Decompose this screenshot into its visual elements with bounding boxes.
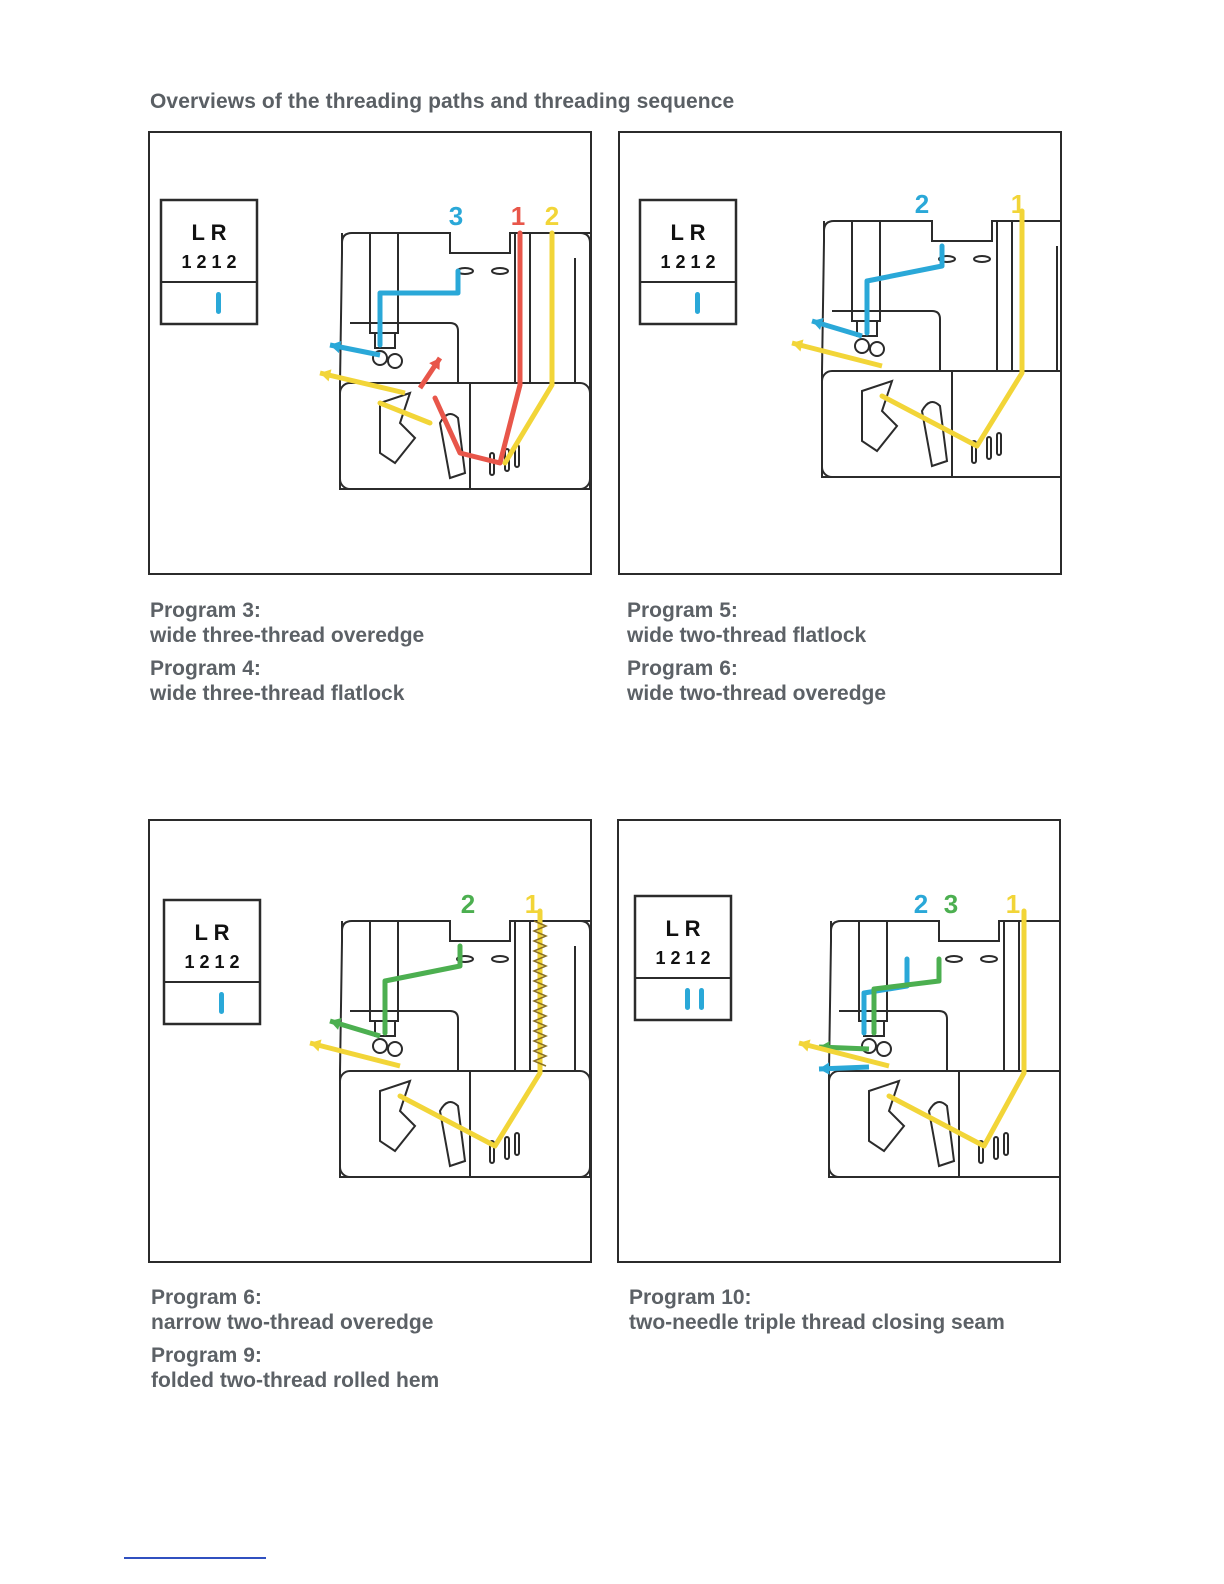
thread-number-label: 2 (914, 889, 928, 919)
legend-positions: 1 2 1 2 (184, 952, 239, 972)
diagram-canvas: L R 1 2 1 2 2 1 (162, 889, 590, 1178)
footer-rule (124, 1557, 266, 1559)
legend-frame (162, 898, 262, 1026)
caption-block-1: Program 3: wide three-thread overedge Pr… (150, 598, 590, 714)
thread-3-arrow (329, 340, 381, 358)
thread-1-arrow (417, 356, 443, 390)
caption-program-4: Program 4: wide three-thread flatlock (150, 656, 590, 706)
program-description: two-needle triple thread closing seam (629, 1311, 1005, 1334)
thread-1-arrow (309, 1039, 401, 1069)
rolled-hem-thread-marker (532, 920, 548, 1067)
serger-machine-outline (339, 232, 590, 490)
program-label: Program 10: (629, 1286, 752, 1309)
thread-number-label: 1 (511, 201, 525, 231)
thread-number-label: 2 (545, 201, 559, 231)
needle-position-legend (638, 198, 738, 326)
thread-3-path (871, 956, 942, 1036)
thread-number-label: 2 (461, 889, 475, 919)
thread-2-arrow (818, 1062, 870, 1075)
program-label: Program 5: (627, 599, 738, 622)
thread-2-path (864, 243, 945, 336)
thread-number-label: 1 (1011, 189, 1025, 219)
program-label: Program 3: (150, 599, 261, 622)
needle-position-legend (633, 894, 733, 1022)
thread-number-label: 1 (1006, 889, 1020, 919)
caption-program-9: Program 9: folded two-thread rolled hem (151, 1343, 591, 1393)
legend-header: L R (194, 920, 229, 945)
caption-program-10: Program 10: two-needle triple thread clo… (629, 1285, 1069, 1335)
program-label: Program 6: (151, 1286, 262, 1309)
thread-3-path (377, 268, 461, 348)
program-description: wide three-thread flatlock (150, 682, 405, 705)
thread-2-path (502, 230, 555, 466)
threading-diagram-program-5-6: L R 1 2 1 2 2 1 (618, 131, 1062, 575)
thread-2-path (382, 943, 463, 1036)
thread-number-label: 2 (915, 189, 929, 219)
legend-header: L R (665, 916, 700, 941)
serger-machine-outline (828, 920, 1059, 1178)
thread-2-arrow (329, 1018, 381, 1039)
legend-header: L R (670, 220, 705, 245)
program-description: wide three-thread overedge (150, 624, 425, 647)
legend-positions: 1 2 1 2 (655, 948, 710, 968)
legend-header: L R (191, 220, 226, 245)
thread-1-arrow (798, 1039, 890, 1069)
thread-1-path (397, 908, 543, 1149)
needle-icon (699, 988, 704, 1010)
program-label: Program 4: (150, 657, 261, 680)
diagram-canvas: L R 1 2 1 2 2 1 (638, 189, 1060, 478)
thread-1-arrow (791, 339, 883, 369)
program-description: wide two-thread overedge (627, 682, 887, 705)
caption-program-6-narrow: Program 6: narrow two-thread overedge (151, 1285, 591, 1335)
caption-block-4: Program 10: two-needle triple thread clo… (629, 1285, 1069, 1343)
program-label: Program 6: (627, 657, 738, 680)
thread-2-arrow (811, 318, 863, 339)
program-label: Program 9: (151, 1344, 262, 1367)
needle-icon (216, 292, 221, 314)
needle-icon (685, 988, 690, 1010)
program-description: narrow two-thread overedge (151, 1311, 434, 1334)
legend-frame (159, 198, 259, 326)
threading-diagram-program-6-9: L R 1 2 1 2 2 1 (148, 819, 592, 1263)
legend-positions: 1 2 1 2 (660, 252, 715, 272)
thread-number-label: 1 (525, 889, 539, 919)
thread-number-label: 3 (449, 201, 463, 231)
thread-1-path (432, 230, 523, 466)
thread-2-arrow (319, 369, 406, 396)
legend-frame (633, 894, 733, 1022)
caption-block-3: Program 6: narrow two-thread overedge Pr… (151, 1285, 591, 1401)
caption-program-5: Program 5: wide two-thread flatlock (627, 598, 1067, 648)
thread-1-path (879, 208, 1025, 449)
thread-number-label: 3 (944, 889, 958, 919)
serger-machine-outline (821, 220, 1060, 478)
lower-looper-thread (377, 400, 433, 426)
caption-block-2: Program 5: wide two-thread flatlock Prog… (627, 598, 1067, 714)
thread-1-path (886, 908, 1027, 1149)
page-title: Overviews of the threading paths and thr… (150, 90, 735, 113)
needle-icon (695, 292, 700, 314)
needle-position-legend (159, 198, 259, 326)
caption-program-3: Program 3: wide three-thread overedge (150, 598, 590, 648)
program-description: folded two-thread rolled hem (151, 1369, 440, 1392)
program-description: wide two-thread flatlock (627, 624, 867, 647)
legend-frame (638, 198, 738, 326)
needle-position-legend (162, 898, 262, 1026)
needle-icon (219, 992, 224, 1014)
legend-positions: 1 2 1 2 (181, 252, 236, 272)
serger-machine-outline (339, 920, 590, 1178)
caption-program-6: Program 6: wide two-thread overedge (627, 656, 1067, 706)
